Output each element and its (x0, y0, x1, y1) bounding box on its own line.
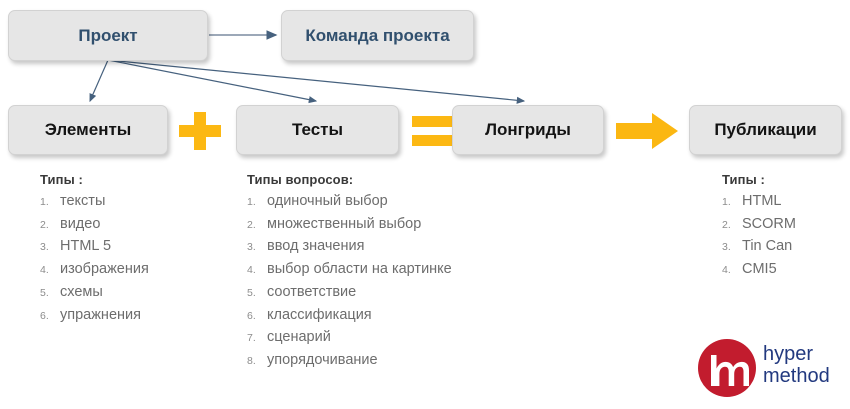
brand-logo: hyper method (697, 336, 847, 402)
column-tests: Типы вопросов: 1. одиночный выбор 2. множес… (247, 172, 547, 376)
plus-icon (179, 112, 221, 150)
list-item-label: CMI5 (742, 261, 777, 278)
list-item-number: 4. (40, 264, 49, 277)
list-item: 5. схемы (40, 283, 230, 300)
list-item-number: 1. (40, 196, 49, 208)
column-publications-heading: Типы : (722, 172, 765, 187)
list-item: 4. изображения (40, 261, 230, 278)
list-item-label: HTML (742, 193, 782, 209)
list-item: 6. упражнения (40, 306, 230, 323)
node-project-team[interactable]: Команда проекта (281, 10, 474, 61)
brand-word-line2: method (763, 365, 830, 388)
list-item-label: одиночный выбор (267, 193, 388, 209)
list-item-label: множественный выбор (267, 215, 422, 232)
column-publications: Типы : 1. HTML 2. SCORM 3. Tin Can 4. CMI5 (722, 172, 842, 285)
list-item-number: 5. (40, 286, 49, 299)
list-item-label: SCORM (742, 215, 796, 232)
list-item-number: 2. (722, 218, 731, 231)
list-item: 7. сценарий (247, 330, 547, 345)
list-item: 4. выбор области на картинке (247, 261, 547, 278)
column-elements-list: 1. тексты 2. видео 3. HTML 5 4. изображения 5. сх… (40, 193, 230, 323)
arrow-right-icon (616, 113, 678, 149)
node-tests-label: Тесты (291, 120, 344, 139)
node-tests[interactable]: Тесты (236, 105, 399, 155)
list-item-number: 1. (247, 196, 256, 208)
node-longrids-label: Лонгриды (485, 120, 571, 139)
column-elements: Типы : 1. тексты 2. видео 3. HTML 5 4. изображе… (40, 172, 230, 330)
list-item: 3. HTML 5 (40, 239, 230, 254)
equals-icon (412, 116, 452, 146)
list-item-number: 1. (722, 196, 731, 208)
list-item: 3. ввод значения (247, 239, 547, 254)
list-item-number: 3. (40, 241, 49, 254)
brand-wordmark: hyper method (763, 343, 830, 388)
brand-word-line1: hyper (763, 343, 814, 365)
column-elements-heading: Типы : (40, 172, 83, 187)
list-item-number: 2. (247, 218, 256, 231)
list-item-label: изображения (60, 261, 149, 278)
node-project-team-label: Команда проекта (305, 25, 450, 45)
list-item: 2. видео (40, 215, 230, 232)
node-publications[interactable]: Публикации (689, 105, 842, 155)
list-item-label: тексты (60, 193, 106, 209)
node-longrids[interactable]: Лонгриды (452, 105, 604, 155)
node-project-label: Проект (78, 25, 138, 45)
column-tests-list: 1. одиночный выбор 2. множественный выбор 3.… (247, 193, 547, 369)
list-item-label: упражнения (60, 306, 141, 323)
node-elements[interactable]: Элементы (8, 105, 168, 155)
list-item: 3. Tin Can (722, 239, 842, 254)
list-item-number: 7. (247, 332, 256, 345)
list-item-label: HTML 5 (60, 238, 112, 255)
list-item-number: 8. (247, 355, 256, 368)
list-item-number: 3. (722, 241, 731, 254)
list-item-number: 6. (247, 309, 256, 322)
list-item-number: 2. (40, 218, 49, 231)
list-item-label: выбор области на картинке (267, 261, 452, 278)
list-item: 1. HTML (722, 193, 842, 209)
list-item-number: 6. (40, 309, 49, 322)
connector-project-to-longrids (107, 59, 526, 104)
column-publications-list: 1. HTML 2. SCORM 3. Tin Can 4. CMI5 (722, 193, 842, 278)
hm-monogram-icon (698, 339, 756, 397)
list-item: 5. соответствие (247, 283, 547, 300)
list-item: 8. упорядочивание (247, 352, 547, 369)
list-item-label: ввод значения (267, 238, 365, 255)
list-item-label: схемы (60, 283, 103, 300)
list-item-label: видео (60, 215, 101, 232)
list-item: 1. тексты (40, 193, 230, 209)
list-item-number: 4. (722, 264, 731, 277)
list-item-label: соответствие (267, 283, 357, 300)
list-item-label: упорядочивание (267, 352, 378, 369)
node-publications-label: Публикации (714, 120, 817, 139)
column-tests-heading: Типы вопросов: (247, 172, 354, 187)
list-item: 6. классификация (247, 306, 547, 323)
list-item-label: классификация (267, 306, 372, 323)
list-item: 2. множественный выбор (247, 215, 547, 232)
list-item-number: 3. (247, 241, 256, 254)
list-item-number: 5. (247, 286, 256, 299)
list-item: 4. CMI5 (722, 261, 842, 278)
node-elements-label: Элементы (44, 120, 132, 139)
connector-project-to-elements (89, 59, 109, 103)
connector-project-to-tests (107, 59, 318, 104)
list-item-label: сценарий (267, 329, 331, 346)
list-item-label: Tin Can (742, 238, 793, 255)
list-item: 2. SCORM (722, 215, 842, 232)
list-item-number: 4. (247, 264, 256, 277)
node-project[interactable]: Проект (8, 10, 208, 61)
list-item: 1. одиночный выбор (247, 193, 547, 209)
